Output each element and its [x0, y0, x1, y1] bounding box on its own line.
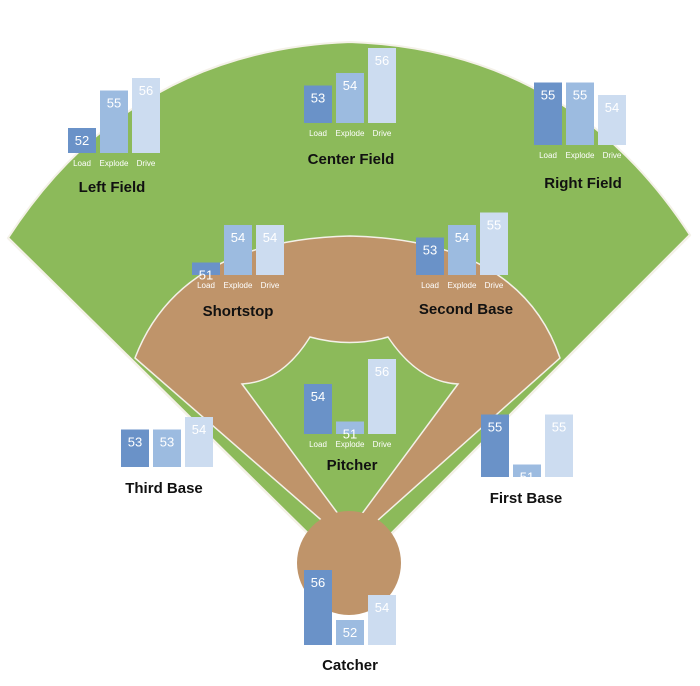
position-label-second-base: Second Base [419, 301, 513, 318]
metric-label-center-field-drive: Drive [373, 129, 392, 138]
position-label-center-field: Center Field [308, 151, 395, 168]
metric-label-pitcher-drive: Drive [373, 440, 392, 449]
bar-third-base-drive [185, 417, 213, 467]
bar-group-first-base: 55 51 55 [481, 414, 573, 485]
bar-center-field-load [304, 85, 332, 123]
bar-right-field-explode [566, 82, 594, 145]
position-label-third-base: Third Base [125, 480, 203, 497]
value-label-pitcher-drive: 56 [375, 364, 389, 379]
bar-group-catcher: 56 52 54 [304, 570, 396, 645]
metric-label-center-field-load: Load [309, 129, 327, 138]
value-label-pitcher-load: 54 [311, 389, 325, 404]
bar-center-field-explode [336, 73, 364, 123]
bar-left-field-explode [100, 90, 128, 153]
value-label-right-field-drive: 54 [605, 100, 619, 115]
value-label-pitcher-explode: 51 [343, 427, 357, 442]
bar-first-base-explode [513, 464, 541, 477]
value-label-second-base-load: 53 [423, 243, 437, 258]
value-label-first-base-drive: 55 [552, 420, 566, 435]
metric-label-shortstop-drive: Drive [261, 281, 280, 290]
metric-label-right-field-explode: Explode [566, 151, 595, 160]
value-label-third-base-explode: 53 [160, 435, 174, 450]
value-label-left-field-load: 52 [75, 133, 89, 148]
value-label-center-field-explode: 54 [343, 78, 357, 93]
bar-first-base-load [481, 414, 509, 477]
metric-label-pitcher-load: Load [309, 440, 327, 449]
metric-label-left-field-load: Load [73, 159, 91, 168]
value-label-shortstop-explode: 54 [231, 230, 245, 245]
metric-label-center-field-explode: Explode [336, 129, 365, 138]
metric-label-shortstop-load: Load [197, 281, 215, 290]
metric-label-shortstop-explode: Explode [224, 281, 253, 290]
bar-left-field-load [68, 128, 96, 153]
metric-label-right-field-load: Load [539, 151, 557, 160]
metric-label-second-base-load: Load [421, 281, 439, 290]
position-label-pitcher: Pitcher [327, 457, 378, 474]
metric-label-pitcher-explode: Explode [336, 440, 365, 449]
metric-label-second-base-drive: Drive [485, 281, 504, 290]
position-label-first-base: First Base [490, 490, 563, 507]
position-label-shortstop: Shortstop [203, 303, 274, 320]
value-label-catcher-drive: 54 [375, 600, 389, 615]
value-label-third-base-drive: 54 [192, 422, 206, 437]
value-label-catcher-explode: 52 [343, 625, 357, 640]
value-label-shortstop-load: 51 [199, 268, 213, 283]
value-label-shortstop-drive: 54 [263, 230, 277, 245]
bar-first-base-drive [545, 414, 573, 477]
bar-shortstop-explode [224, 225, 252, 275]
bar-left-field-drive [132, 78, 160, 153]
bar-catcher-drive [368, 595, 396, 645]
position-label-right-field: Right Field [544, 175, 622, 192]
metric-label-left-field-explode: Explode [100, 159, 129, 168]
value-label-third-base-load: 53 [128, 435, 142, 450]
bar-right-field-load [534, 82, 562, 145]
bar-pitcher-drive [368, 359, 396, 434]
position-label-catcher: Catcher [322, 657, 378, 674]
value-label-center-field-load: 53 [311, 91, 325, 106]
value-label-second-base-explode: 54 [455, 230, 469, 245]
bar-third-base-load [121, 429, 149, 467]
bar-shortstop-load [192, 262, 220, 275]
bar-second-base-explode [448, 225, 476, 275]
position-bars: 52Load55Explode56Drive53Load54Explode56D… [68, 48, 626, 645]
bar-second-base-drive [480, 212, 508, 275]
bar-pitcher-explode [336, 421, 364, 434]
value-label-first-base-explode: 51 [520, 470, 534, 485]
value-label-second-base-drive: 55 [487, 218, 501, 233]
value-label-left-field-drive: 56 [139, 83, 153, 98]
bar-right-field-drive [598, 95, 626, 145]
bar-second-base-load [416, 237, 444, 275]
bar-center-field-drive [368, 48, 396, 123]
value-label-left-field-explode: 55 [107, 96, 121, 111]
bar-catcher-load [304, 570, 332, 645]
value-label-center-field-drive: 56 [375, 53, 389, 68]
metric-label-second-base-explode: Explode [448, 281, 477, 290]
bar-third-base-explode [153, 429, 181, 467]
metric-label-left-field-drive: Drive [137, 159, 156, 168]
bar-pitcher-load [304, 384, 332, 434]
value-label-catcher-load: 56 [311, 575, 325, 590]
value-label-right-field-load: 55 [541, 88, 555, 103]
bar-group-third-base: 53 53 54 [121, 417, 213, 467]
value-label-right-field-explode: 55 [573, 88, 587, 103]
value-label-first-base-load: 55 [488, 420, 502, 435]
metric-label-right-field-drive: Drive [603, 151, 622, 160]
bar-catcher-explode [336, 620, 364, 645]
bar-shortstop-drive [256, 225, 284, 275]
position-label-left-field: Left Field [79, 179, 146, 196]
